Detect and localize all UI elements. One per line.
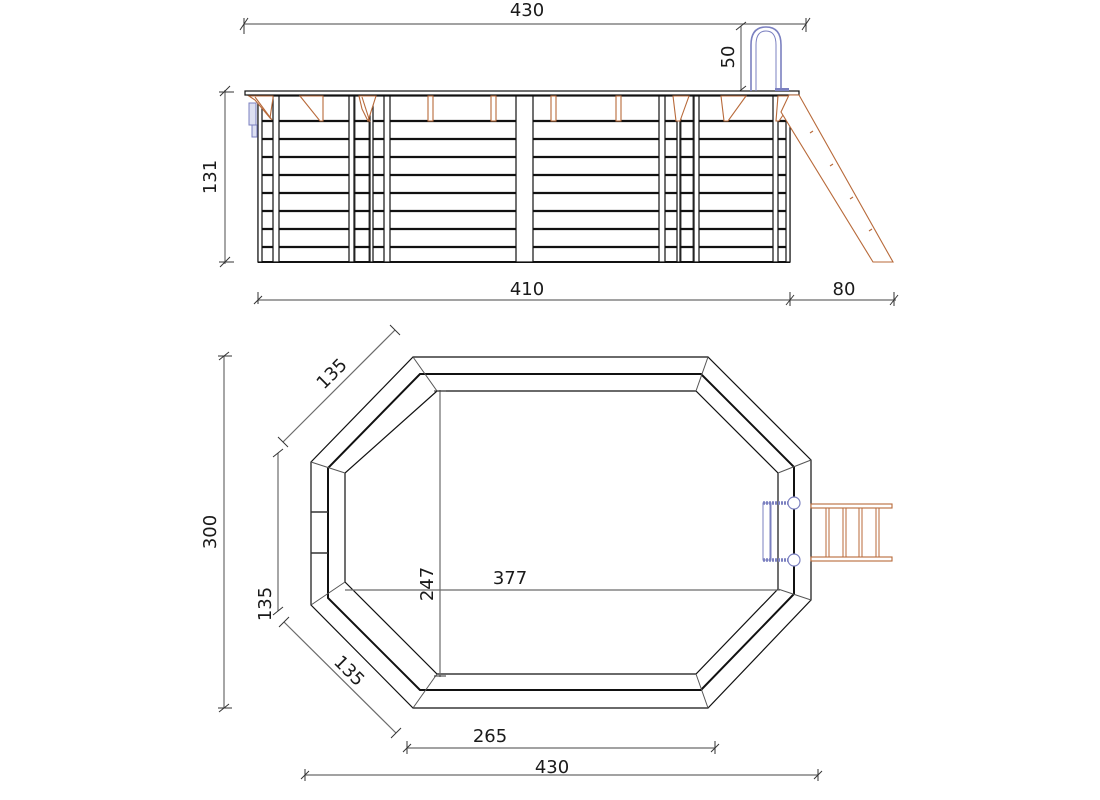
dimension-diagonal-top <box>277 324 401 448</box>
wooden-ladder-plan <box>810 503 893 562</box>
dimension-wall-length <box>253 292 899 306</box>
wooden-brackets <box>247 95 798 123</box>
label-265: 265 <box>473 726 507 747</box>
skimmer <box>248 102 258 138</box>
label-430-bottom: 430 <box>535 757 569 778</box>
coping-rim <box>244 90 800 96</box>
label-50: 50 <box>718 46 739 69</box>
dimension-overall-width-elevation <box>239 17 811 34</box>
dimension-inner <box>345 390 780 677</box>
stainless-ladder <box>750 26 789 91</box>
plan-view: 247 377 300 135 135 <box>200 324 893 781</box>
elevation-view: 430 50 131 410 80 <box>200 0 899 306</box>
label-135-left: 135 <box>255 587 276 621</box>
dimension-overall-length-plan <box>300 769 823 781</box>
label-430-top: 430 <box>510 0 544 21</box>
dimension-straight-side <box>402 741 720 754</box>
dimension-overall-height <box>218 351 232 713</box>
label-410: 410 <box>510 279 544 300</box>
label-300: 300 <box>200 515 221 549</box>
dimension-diagonal-bottom <box>278 616 402 739</box>
dimension-wall-height <box>219 85 234 268</box>
octagon-middle-line <box>327 373 795 691</box>
stainless-ladder-plan <box>762 496 801 567</box>
octagon-inner-liner <box>344 390 779 675</box>
label-131: 131 <box>200 160 221 194</box>
label-80: 80 <box>833 279 856 300</box>
label-377: 377 <box>493 568 527 589</box>
label-135-diagonal-top: 135 <box>313 355 352 394</box>
wooden-ladder <box>780 94 894 263</box>
label-247: 247 <box>417 567 438 601</box>
vertical-posts <box>257 95 791 263</box>
dimension-short-side-left <box>272 448 284 616</box>
